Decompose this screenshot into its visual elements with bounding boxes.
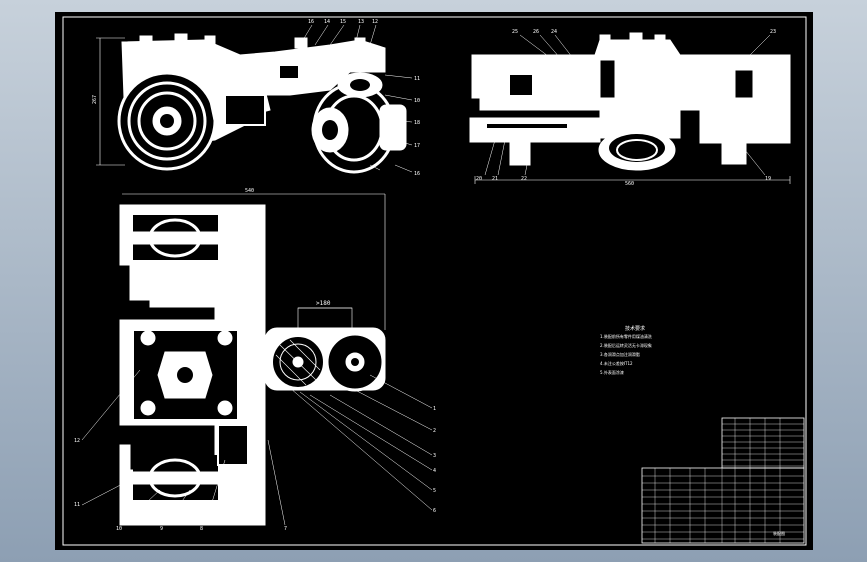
svg-text:7: 7 [284,526,287,532]
svg-text:18: 18 [414,120,420,126]
svg-text:2: 2 [433,428,436,434]
plan-dimension-top: 540 [245,188,254,194]
top-left-callouts: 16 14 15 13 12 11 10 18 17 16 [308,19,420,177]
notes-line-5: 5.外表面涂漆 [600,369,624,375]
svg-text:16: 16 [308,19,314,25]
svg-text:23: 23 [770,29,776,35]
dimension-bottom-label: 560 [625,181,634,187]
svg-text:19: 19 [765,176,771,182]
svg-text:14: 14 [324,19,330,25]
title-block: 装配图 [641,417,805,544]
notes-line-2: 2.装配后运转灵活无卡滞现象 [600,342,652,348]
svg-text:6: 6 [433,508,436,514]
plan-callouts-right: 1 2 3 4 5 6 [433,406,436,514]
technical-notes: 技术要求 1.装配前所有零件用煤油清洗 2.装配后运转灵活无卡滞现象 3.各润滑… [600,325,652,375]
notes-line-4: 4.未注公差按IT12 [600,360,633,366]
notes-line-3: 3.各润滑点加注润滑脂 [600,351,640,357]
svg-text:15: 15 [340,19,346,25]
svg-text:20: 20 [476,176,482,182]
svg-text:10: 10 [116,526,122,532]
top-left-view: 267 [92,19,420,177]
svg-text:22: 22 [521,176,527,182]
svg-text:10: 10 [414,98,420,104]
svg-text:3: 3 [433,453,436,459]
svg-text:21: 21 [492,176,498,182]
svg-text:17: 17 [414,143,420,149]
top-right-callouts: 25 26 24 23 20 21 22 19 [476,29,776,182]
notes-line-1: 1.装配前所有零件用煤油清洗 [600,333,652,339]
svg-text:16: 16 [414,171,420,177]
svg-text:1: 1 [433,406,436,412]
plan-callouts-left: 12 11 10 9 8 7 [74,438,287,532]
svg-text:5: 5 [433,488,436,494]
svg-text:24: 24 [551,29,557,35]
svg-text:11: 11 [74,502,80,508]
svg-text:9: 9 [160,526,163,532]
plan-view: 540 >180 [74,188,436,532]
svg-text:12: 12 [74,438,80,444]
plan-dimension-center: >180 [316,300,331,307]
dimension-left-label: 267 [92,95,98,104]
svg-text:12: 12 [372,19,378,25]
svg-text:26: 26 [533,29,539,35]
top-right-view: 560 25 26 24 23 20 21 22 19 [469,29,791,187]
svg-text:11: 11 [414,76,420,82]
svg-text:4: 4 [433,468,436,474]
notes-title: 技术要求 [625,325,645,332]
title-block-label: 装配图 [773,530,785,536]
svg-text:25: 25 [512,29,518,35]
svg-text:8: 8 [200,526,203,532]
sheet-border [62,16,807,546]
svg-text:13: 13 [358,19,364,25]
